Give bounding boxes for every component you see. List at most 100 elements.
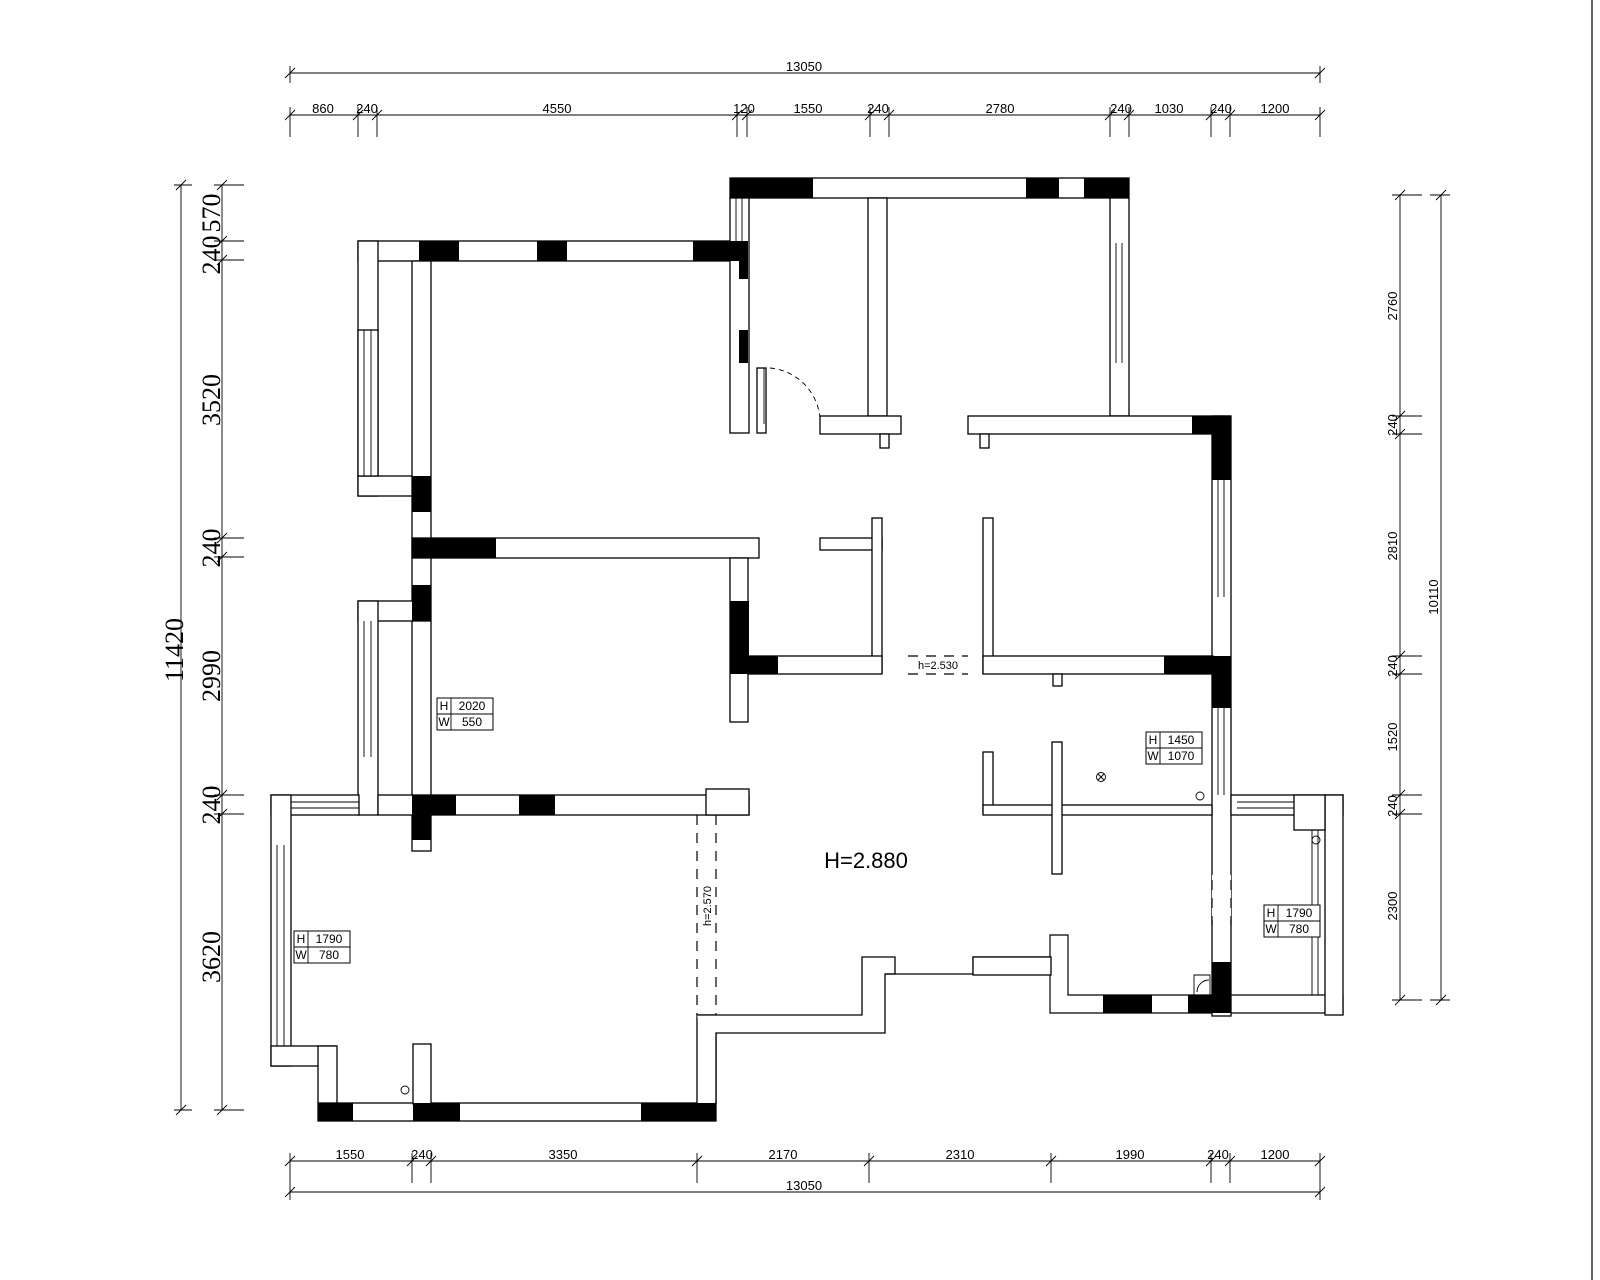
bottom-seg-4: 2170 bbox=[769, 1147, 798, 1162]
left-seg-5: 2990 bbox=[197, 650, 226, 702]
svg-text:W: W bbox=[1147, 749, 1159, 763]
top-seg-1: 860 bbox=[312, 101, 334, 116]
pipe-icon bbox=[1195, 791, 1205, 801]
dim-tick bbox=[216, 1104, 228, 1116]
beams bbox=[696, 655, 1232, 1015]
right-seg-3: 2810 bbox=[1385, 532, 1400, 561]
dim-tick bbox=[352, 109, 364, 121]
svg-text:W: W bbox=[1265, 922, 1277, 936]
bottom-seg-2: 240 bbox=[411, 1147, 433, 1162]
top-seg-9: 1030 bbox=[1155, 101, 1184, 116]
beam-height-label-2: h=2.570 bbox=[702, 886, 714, 926]
svg-text:H: H bbox=[1149, 733, 1158, 747]
right-seg-7: 2300 bbox=[1385, 892, 1400, 921]
left-dimensions: 11420 570 240 3520 240 2990 240 3620 bbox=[160, 179, 244, 1116]
dim-tick bbox=[1205, 109, 1217, 121]
dim-tick bbox=[284, 1155, 296, 1167]
left-total-dim: 11420 bbox=[160, 618, 189, 682]
dim-tick bbox=[216, 551, 228, 563]
beam-height-label-1: h=2.530 bbox=[918, 660, 958, 672]
window-tag: H 2020 W 550 bbox=[436, 697, 494, 731]
left-seg-7: 3620 bbox=[197, 931, 226, 983]
top-seg-3: 4550 bbox=[543, 101, 572, 116]
pipe-icon bbox=[400, 1085, 410, 1095]
left-seg-3: 3520 bbox=[197, 374, 226, 426]
top-seg-6: 240 bbox=[867, 101, 889, 116]
dim-tick bbox=[1394, 668, 1406, 680]
top-seg-7: 2780 bbox=[986, 101, 1015, 116]
top-seg-8: 240 bbox=[1110, 101, 1132, 116]
dim-tick bbox=[1314, 109, 1326, 121]
svg-text:1790: 1790 bbox=[316, 932, 343, 946]
dim-tick bbox=[1394, 650, 1406, 662]
dim-tick bbox=[1394, 994, 1406, 1006]
dim-tick bbox=[741, 109, 753, 121]
structural-columns bbox=[318, 178, 1231, 1121]
ceiling-height-label: H=2.880 bbox=[824, 848, 908, 873]
left-seg-4: 240 bbox=[197, 529, 226, 568]
floor-drain-icon bbox=[1096, 772, 1106, 782]
svg-text:1070: 1070 bbox=[1168, 749, 1195, 763]
svg-text:H: H bbox=[297, 932, 306, 946]
dim-tick bbox=[425, 1155, 437, 1167]
dim-tick bbox=[1205, 1155, 1217, 1167]
top-dimensions: 13050 860 240 4550 120 1550 240 2780 240… bbox=[284, 59, 1326, 137]
right-seg-6: 240 bbox=[1385, 795, 1400, 817]
dim-tick bbox=[284, 109, 296, 121]
left-seg-1: 570 bbox=[197, 194, 226, 233]
right-seg-4: 240 bbox=[1385, 655, 1400, 677]
right-dimensions: 2760 240 2810 240 1520 240 2300 10110 bbox=[1385, 189, 1450, 1006]
svg-text:2020: 2020 bbox=[459, 699, 486, 713]
svg-text:1790: 1790 bbox=[1286, 906, 1313, 920]
left-seg-6: 240 bbox=[197, 786, 226, 825]
right-total-dim: 10110 bbox=[1426, 579, 1441, 614]
dim-tick bbox=[1394, 428, 1406, 440]
right-seg-1: 2760 bbox=[1385, 292, 1400, 321]
top-seg-10: 240 bbox=[1210, 101, 1232, 116]
window-tag: H 1790 W 780 bbox=[293, 930, 351, 964]
dim-tick bbox=[731, 109, 743, 121]
top-seg-2: 240 bbox=[356, 101, 378, 116]
top-seg-11: 1200 bbox=[1261, 101, 1290, 116]
svg-text:W: W bbox=[438, 715, 450, 729]
bottom-seg-5: 2310 bbox=[946, 1147, 975, 1162]
walls bbox=[270, 177, 1344, 1122]
dim-tick bbox=[863, 1155, 875, 1167]
dim-tick bbox=[1394, 189, 1406, 201]
top-seg-4: 120 bbox=[733, 101, 755, 116]
dim-tick bbox=[1104, 109, 1116, 121]
dim-tick bbox=[1394, 410, 1406, 422]
dim-tick bbox=[216, 532, 228, 544]
svg-text:780: 780 bbox=[319, 948, 339, 962]
bottom-seg-6: 1990 bbox=[1116, 1147, 1145, 1162]
dim-tick bbox=[216, 789, 228, 801]
bottom-seg-3: 3350 bbox=[549, 1147, 578, 1162]
dim-tick bbox=[1224, 109, 1236, 121]
top-seg-5: 1550 bbox=[794, 101, 823, 116]
svg-text:H: H bbox=[440, 699, 449, 713]
dim-tick bbox=[691, 1155, 703, 1167]
dim-tick bbox=[1394, 808, 1406, 820]
top-total-dim: 13050 bbox=[786, 59, 822, 74]
right-seg-2: 240 bbox=[1385, 414, 1400, 436]
left-seg-2: 240 bbox=[197, 236, 226, 275]
svg-text:780: 780 bbox=[1289, 922, 1309, 936]
dim-tick bbox=[216, 179, 228, 191]
dim-tick bbox=[216, 808, 228, 820]
dim-tick bbox=[864, 109, 876, 121]
dim-tick bbox=[216, 254, 228, 266]
bottom-total-dim: 13050 bbox=[786, 1178, 822, 1193]
bottom-seg-8: 1200 bbox=[1261, 1147, 1290, 1162]
window-tag: H 1450 W 1070 bbox=[1145, 731, 1203, 765]
dim-tick bbox=[216, 235, 228, 247]
window-tag: H 1790 W 780 bbox=[1263, 904, 1321, 938]
bottom-seg-1: 1550 bbox=[336, 1147, 365, 1162]
svg-text:550: 550 bbox=[462, 715, 482, 729]
dim-tick bbox=[371, 109, 383, 121]
svg-text:W: W bbox=[295, 948, 307, 962]
right-seg-5: 1520 bbox=[1385, 723, 1400, 752]
svg-text:H: H bbox=[1267, 906, 1276, 920]
dim-tick bbox=[1224, 1155, 1236, 1167]
svg-text:1450: 1450 bbox=[1168, 733, 1195, 747]
